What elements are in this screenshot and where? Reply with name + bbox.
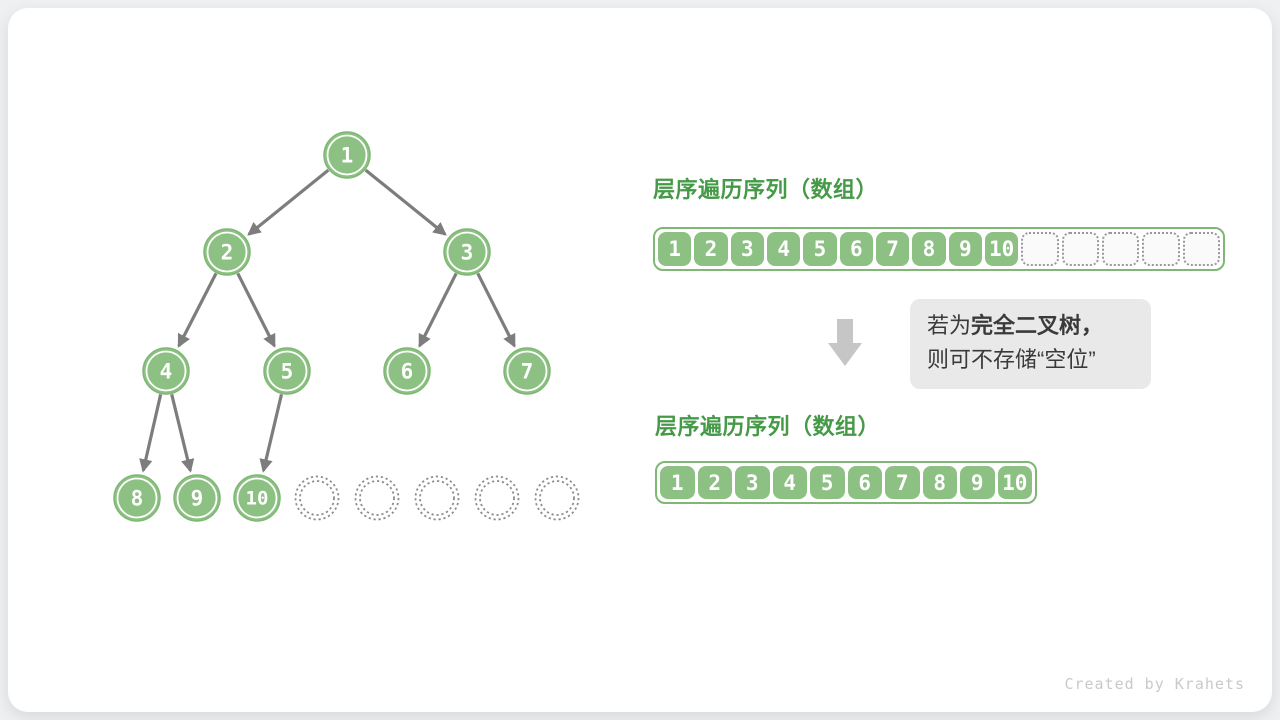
array-cell: 10 (984, 232, 1019, 266)
array-cell: 7 (875, 232, 910, 266)
array-cell: 9 (960, 466, 995, 499)
array-cell: 5 (810, 466, 845, 499)
array-cell: 3 (730, 232, 764, 266)
array-cell: 5 (803, 232, 837, 266)
array-bottom-label: 层序遍历序列（数组） (655, 414, 881, 439)
array-cell: 7 (885, 466, 920, 499)
array-cell: 3 (735, 466, 770, 499)
array-empty-cell (1021, 232, 1059, 266)
array-cell: 8 (912, 232, 946, 266)
array-top-label: 层序遍历序列（数组） (653, 177, 879, 202)
callout-line-2: 则可不存储“空位” (927, 347, 1096, 372)
watermark-credit: Created by Krahets (1064, 675, 1245, 693)
array-empty-cell (1101, 232, 1140, 266)
callout-box: 若为完全二叉树， 则可不存储“空位” (910, 299, 1151, 389)
array-cell: 6 (847, 466, 882, 499)
array-cell: 10 (997, 466, 1032, 499)
array-empty-cell (1142, 232, 1180, 266)
array-cell: 2 (694, 232, 728, 266)
array-cell: 8 (922, 466, 957, 499)
array-cell: 1 (658, 232, 692, 266)
array-cell: 2 (697, 466, 732, 499)
array-cell: 4 (766, 232, 801, 266)
array-cell: 4 (772, 466, 807, 499)
array-empty-cell (1061, 232, 1099, 266)
callout-line-1: 若为完全二叉树， (927, 313, 1104, 338)
down-arrow-icon (828, 319, 862, 366)
array-empty-cell (1182, 232, 1220, 266)
array-cell: 1 (660, 466, 695, 499)
array-cell: 6 (839, 232, 873, 266)
array-cell: 9 (948, 232, 982, 266)
